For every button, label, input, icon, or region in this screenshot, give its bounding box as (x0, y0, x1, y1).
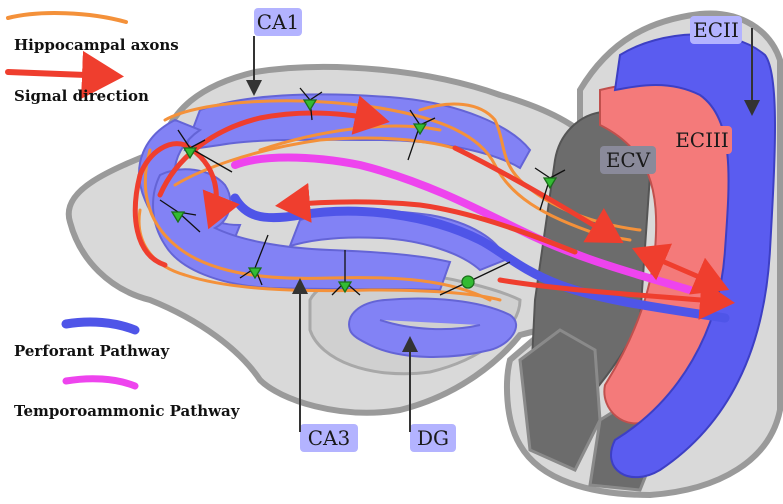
svg-text:Hippocampal axons: Hippocampal axons (14, 36, 179, 54)
legend-item-signal-direction: Signal direction (8, 72, 149, 105)
red-arrow-swatch (8, 72, 112, 76)
svg-text:CA3: CA3 (308, 426, 350, 450)
legend-item-perforant-pathway: Perforant Pathway (14, 322, 171, 360)
legend-item-temporoammonic-pathway: Temporoammonic Pathway (14, 379, 241, 420)
ecv-label: ECV (600, 146, 656, 174)
svg-text:ECV: ECV (606, 148, 651, 172)
svg-text:Perforant Pathway: Perforant Pathway (14, 342, 171, 360)
svg-text:DG: DG (417, 426, 449, 450)
svg-text:Temporoammonic Pathway: Temporoammonic Pathway (14, 402, 241, 420)
legend-item-hippocampal-axons: Hippocampal axons (8, 13, 179, 54)
orange-line-swatch (8, 13, 126, 22)
svg-text:ECIII: ECIII (675, 128, 729, 152)
svg-text:CA1: CA1 (257, 10, 299, 34)
blue-line-swatch (66, 322, 135, 330)
eciii-label: ECIII (672, 126, 732, 154)
svg-text:ECII: ECII (693, 18, 739, 42)
svg-text:Signal direction: Signal direction (14, 87, 149, 105)
entorhinal-cortex (507, 13, 780, 495)
magenta-line-swatch (66, 379, 135, 386)
